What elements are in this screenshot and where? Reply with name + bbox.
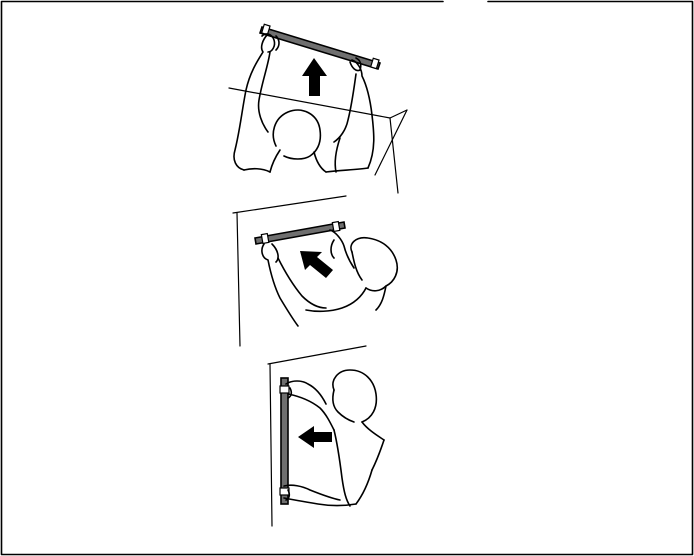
arrow-up-icon [302,58,327,96]
head [351,238,397,291]
panel-2-press-forward [233,196,397,346]
wall-edge-line [270,364,272,526]
panel-3-press-left [268,346,384,526]
wall-top-line [233,196,346,213]
arrow-up-left-icon [300,251,333,278]
panel-1-lift-up [229,24,407,193]
wall-edge-line [237,213,240,346]
left-arm [234,34,268,170]
left-arm [262,244,298,326]
wall-top-line [268,346,366,364]
mounting-bar [255,222,345,244]
arrow-left-icon [298,426,332,448]
lower-arm [284,485,340,500]
